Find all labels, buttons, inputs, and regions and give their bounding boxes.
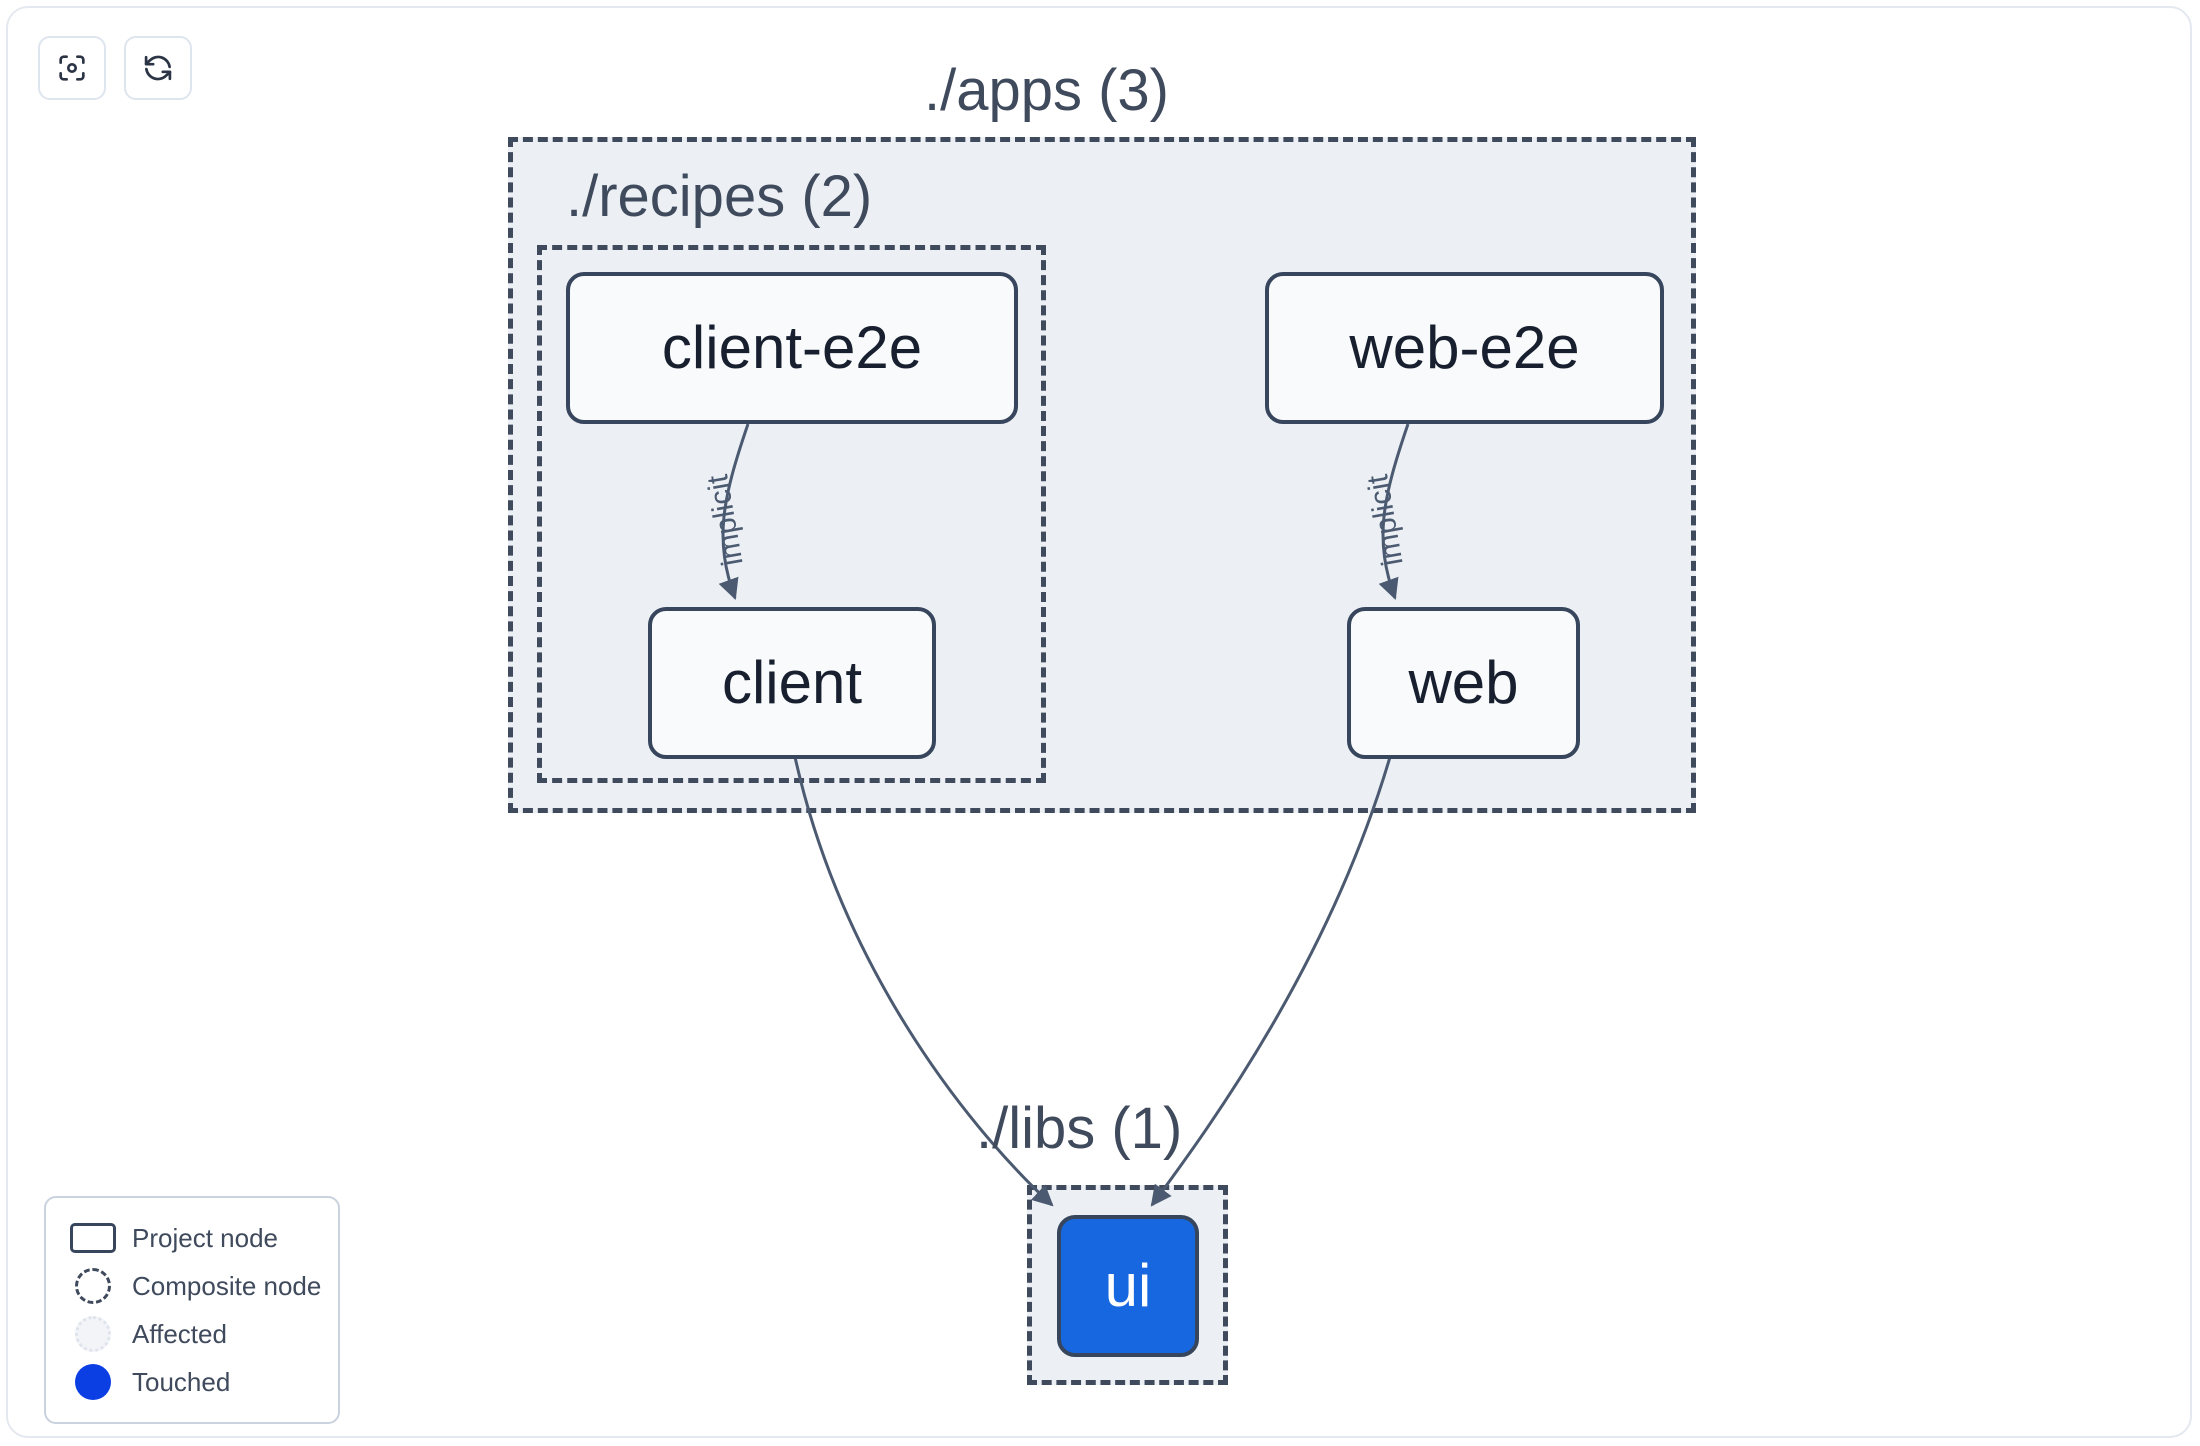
focus-target-icon	[55, 51, 89, 85]
graph-legend: Project node Composite node Affected Tou…	[44, 1196, 340, 1424]
group-label-apps: ./apps (3)	[924, 58, 1169, 123]
legend-item-affected: Affected	[64, 1310, 320, 1358]
legend-label: Project node	[132, 1223, 278, 1253]
node-web-e2e[interactable]: web-e2e	[1265, 272, 1664, 424]
refresh-icon	[141, 51, 175, 85]
node-label: client	[721, 649, 863, 716]
group-label-libs: ./libs (1)	[976, 1096, 1183, 1161]
refresh-graph-button[interactable]	[124, 36, 192, 100]
composite-node-swatch	[64, 1268, 122, 1304]
legend-label: Composite node	[132, 1271, 322, 1301]
project-node-swatch	[64, 1223, 122, 1253]
node-label: client-e2e	[661, 314, 923, 381]
node-ui[interactable]: ui	[1057, 1215, 1199, 1357]
node-client[interactable]: client	[648, 607, 936, 759]
edge-web-to-ui	[1150, 756, 1392, 1207]
legend-item-touched: Touched	[64, 1358, 320, 1406]
group-label-recipes: ./recipes (2)	[566, 164, 873, 229]
touched-swatch	[64, 1364, 122, 1400]
node-label: ui	[1104, 1252, 1152, 1319]
node-label: web-e2e	[1349, 314, 1580, 381]
node-client-e2e[interactable]: client-e2e	[566, 272, 1018, 424]
legend-item-composite-node: Composite node	[64, 1262, 322, 1310]
graph-toolbar	[38, 36, 192, 100]
legend-item-project-node: Project node	[64, 1214, 320, 1262]
legend-label: Touched	[132, 1367, 231, 1397]
legend-label: Affected	[132, 1319, 227, 1349]
focus-graph-button[interactable]	[38, 36, 106, 100]
node-label: web	[1408, 649, 1519, 716]
affected-swatch	[64, 1316, 122, 1352]
node-web[interactable]: web	[1347, 607, 1580, 759]
